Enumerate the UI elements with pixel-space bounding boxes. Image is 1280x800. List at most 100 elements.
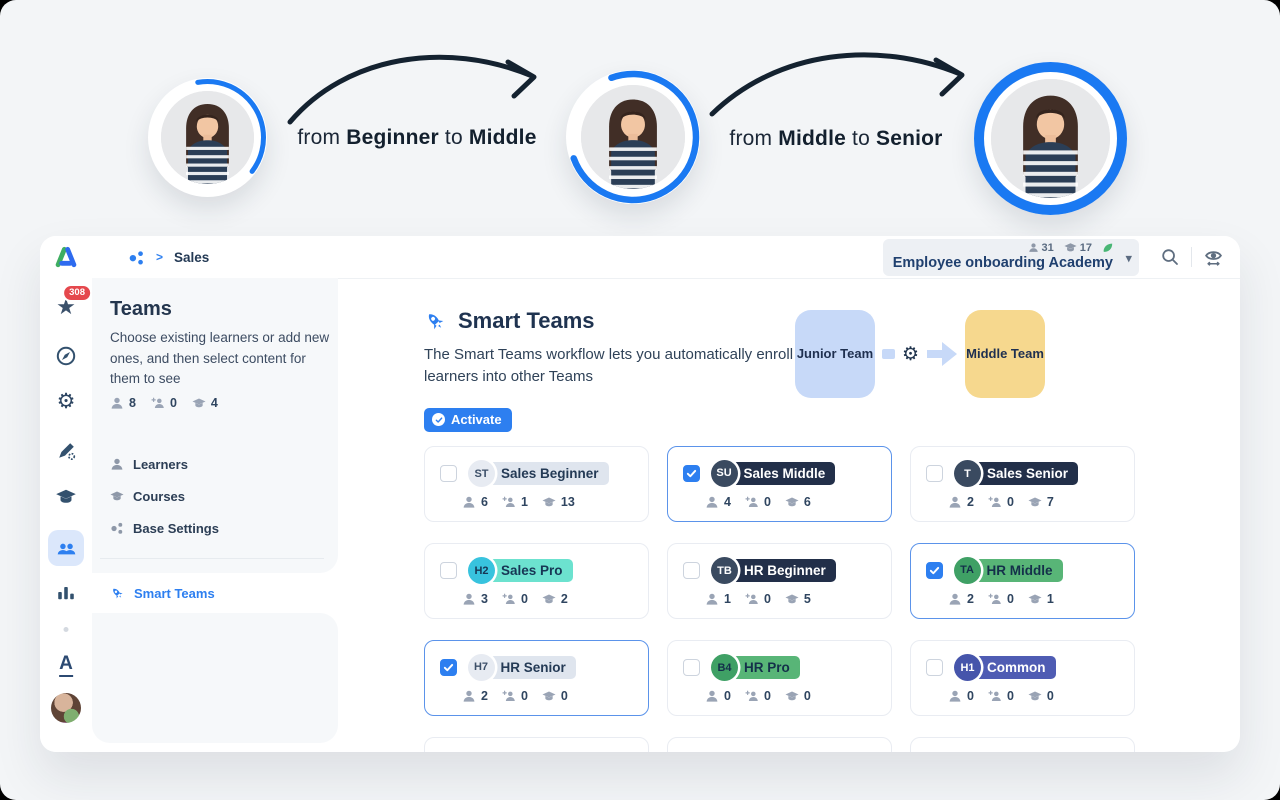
courses-stat: 0 <box>785 689 811 703</box>
card-header: B4 HR Pro <box>668 641 891 681</box>
team-checkbox[interactable] <box>925 561 943 579</box>
avatar-photo <box>581 85 685 189</box>
card-header: H1 Common <box>911 641 1134 681</box>
graduation-cap-icon <box>56 488 77 505</box>
team-card[interactable]: SU Sales Middle 4 0 6 <box>667 446 892 522</box>
team-checkbox[interactable] <box>683 562 700 579</box>
activate-button[interactable]: Activate <box>424 408 512 432</box>
sidebar-item-typography[interactable]: A <box>59 654 73 677</box>
sidebar-item-teams-active[interactable] <box>48 530 84 566</box>
sidebar-item-dashboard[interactable] <box>55 345 77 367</box>
team-code-badge: TA <box>953 556 981 584</box>
preview-button[interactable] <box>1201 245 1225 269</box>
learners-stat: 4 <box>705 495 731 509</box>
sidebar-item-favorites[interactable]: ★ 308 <box>56 284 92 318</box>
courses-stat: 2 <box>542 592 568 606</box>
panel-menu-learners[interactable]: Learners <box>92 448 338 480</box>
sidebar-item-courses[interactable] <box>56 488 77 505</box>
team-code-badge: H2 <box>468 557 495 584</box>
team-checkbox[interactable] <box>926 659 943 676</box>
team-name-pill: Sales Beginner <box>486 462 609 485</box>
team-checkbox[interactable] <box>439 658 457 676</box>
card-stats: 2 0 7 <box>911 487 1134 509</box>
team-code-badge: T <box>954 460 981 487</box>
breadcrumb-current[interactable]: Sales <box>174 249 210 265</box>
eye-icon <box>1204 248 1223 267</box>
courses-stat: 5 <box>785 592 811 606</box>
learners-stat: 6 <box>462 495 488 509</box>
team-code-badge: ST <box>468 460 495 487</box>
learners-stat: 0 <box>705 689 731 703</box>
progress-ring-low-icon <box>149 79 266 196</box>
panel-background <box>92 613 338 743</box>
team-badge: SU Sales Middle <box>710 459 836 487</box>
menu-item-label: Learners <box>133 456 188 472</box>
team-checkbox[interactable] <box>440 465 457 482</box>
team-card[interactable]: ST Sales Beginner 6 1 13 <box>424 446 649 522</box>
sidebar-item-settings[interactable]: ⚙ <box>57 391 76 413</box>
team-code-badge: SU <box>710 459 738 487</box>
team-card-partial <box>667 737 892 752</box>
menu-item-label: Smart Teams <box>134 585 215 601</box>
check-icon <box>686 468 697 479</box>
graduation-cap-icon <box>1028 689 1042 703</box>
notification-badge: 308 <box>62 284 92 302</box>
team-name-pill: HR Pro <box>729 656 800 679</box>
user-avatar[interactable] <box>51 693 81 723</box>
academy-selector[interactable]: 31 17 Employee onboarding Academy ▾ <box>882 238 1139 276</box>
workspace-dots-icon[interactable] <box>128 249 145 266</box>
team-card[interactable]: B4 HR Pro 0 0 0 <box>667 640 892 716</box>
invited-stat: 0 <box>502 592 528 606</box>
invited-stat: 0 <box>151 396 177 410</box>
team-checkbox[interactable] <box>440 562 457 579</box>
card-stats: 1 0 5 <box>668 584 891 606</box>
team-card[interactable]: TA HR Middle 2 0 1 <box>910 543 1135 619</box>
team-name-pill: HR Middle <box>971 558 1063 582</box>
search-button[interactable] <box>1158 245 1182 269</box>
person-plus-icon <box>502 689 516 703</box>
sidebar-item-customization[interactable] <box>56 441 76 461</box>
team-code-badge: B4 <box>711 654 738 681</box>
person-icon <box>462 495 476 509</box>
team-cards-grid: ST Sales Beginner 6 1 13 <box>424 446 1135 752</box>
person-icon <box>110 457 124 471</box>
panel-menu-base-settings[interactable]: Base Settings <box>92 512 338 544</box>
dot-indicator <box>63 627 69 632</box>
team-card[interactable]: T Sales Senior 2 0 7 <box>910 446 1135 522</box>
sidebar-item-analytics[interactable] <box>56 583 76 601</box>
team-checkbox[interactable] <box>682 464 700 482</box>
team-badge: T Sales Senior <box>954 460 1079 487</box>
team-card[interactable]: H7 HR Senior 2 0 0 <box>424 640 649 716</box>
courses-stat: 13 <box>542 495 575 509</box>
person-icon <box>948 592 962 606</box>
curved-arrow-icon <box>709 52 965 117</box>
panel-divider <box>100 558 324 559</box>
team-badge: H2 Sales Pro <box>468 557 573 584</box>
team-checkbox[interactable] <box>683 659 700 676</box>
arrow-right-icon <box>926 340 958 368</box>
dots-icon <box>110 521 124 535</box>
middle-team-shirt: Middle Team <box>965 310 1046 398</box>
team-badge: ST Sales Beginner <box>468 460 609 487</box>
team-name-pill: HR Senior <box>485 655 576 679</box>
panel-menu-courses[interactable]: Courses <box>92 480 338 512</box>
team-code-badge: H7 <box>467 653 495 681</box>
team-card[interactable]: H1 Common 0 0 0 <box>910 640 1135 716</box>
bar-chart-icon <box>56 583 76 601</box>
app-logo[interactable] <box>53 245 80 272</box>
person-icon <box>705 689 719 703</box>
leaf-icon <box>1102 242 1113 253</box>
graduation-cap-icon <box>542 592 556 606</box>
panel-background <box>92 278 338 573</box>
team-card[interactable]: H2 Sales Pro 3 0 2 <box>424 543 649 619</box>
panel-menu-smart-teams-active[interactable]: Smart Teams <box>92 573 338 613</box>
check-circle-icon <box>432 413 445 426</box>
workflow-illustration: Junior Team ⚙ Middle Team <box>795 310 1046 398</box>
card-stats: 2 0 0 <box>425 681 648 703</box>
team-card[interactable]: TB HR Beginner 1 0 5 <box>667 543 892 619</box>
brush-icon <box>56 441 76 461</box>
courses-stat: 0 <box>542 689 568 703</box>
academy-learners-stat: 31 <box>1028 242 1054 254</box>
team-checkbox[interactable] <box>926 465 943 482</box>
person-plus-icon <box>502 495 516 509</box>
